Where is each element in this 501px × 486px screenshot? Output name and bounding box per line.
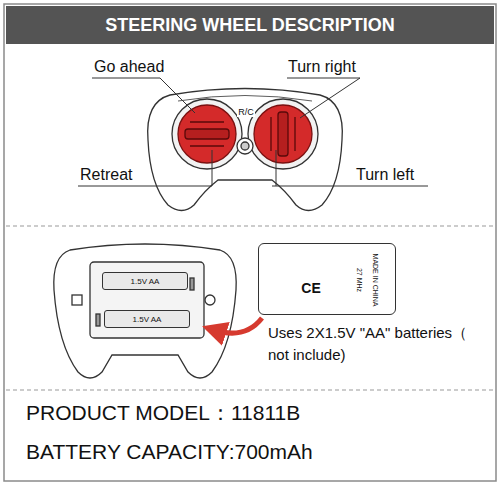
battery-label: 1.5V AA — [133, 315, 162, 324]
title-band — [6, 6, 494, 44]
cover-mark: 27 MHz — [356, 268, 363, 292]
battery: 1.5V AA — [102, 272, 188, 290]
controller-front — [148, 89, 343, 211]
battery-cover: CE 27 MHz MADE IN CHINA — [258, 243, 396, 315]
battery: 1.5V AA — [104, 310, 190, 328]
panel-mark: R/C — [237, 107, 255, 117]
direction-label: Turn right — [288, 58, 356, 76]
direction-label: Retreat — [80, 166, 132, 184]
title: STEERING WHEEL DESCRIPTION — [6, 6, 494, 44]
battery-label: 1.5V AA — [131, 277, 160, 286]
direction-label: Turn left — [356, 166, 414, 184]
controller-back — [54, 244, 236, 378]
battery-capacity: BATTERY CAPACITY:700mAh — [26, 440, 313, 464]
cover-mark: CE — [301, 281, 320, 295]
direction-label: Go ahead — [94, 58, 164, 76]
divider — [6, 226, 494, 227]
cover-mark: MADE IN CHINA — [372, 254, 379, 307]
divider — [6, 390, 494, 391]
product-model: PRODUCT MODEL：11811B — [26, 401, 300, 425]
battery-note: Uses 2X1.5V "AA" batteries（ not include) — [268, 322, 483, 366]
leader-line — [78, 78, 428, 186]
arrow — [214, 318, 262, 333]
frame — [4, 4, 496, 481]
